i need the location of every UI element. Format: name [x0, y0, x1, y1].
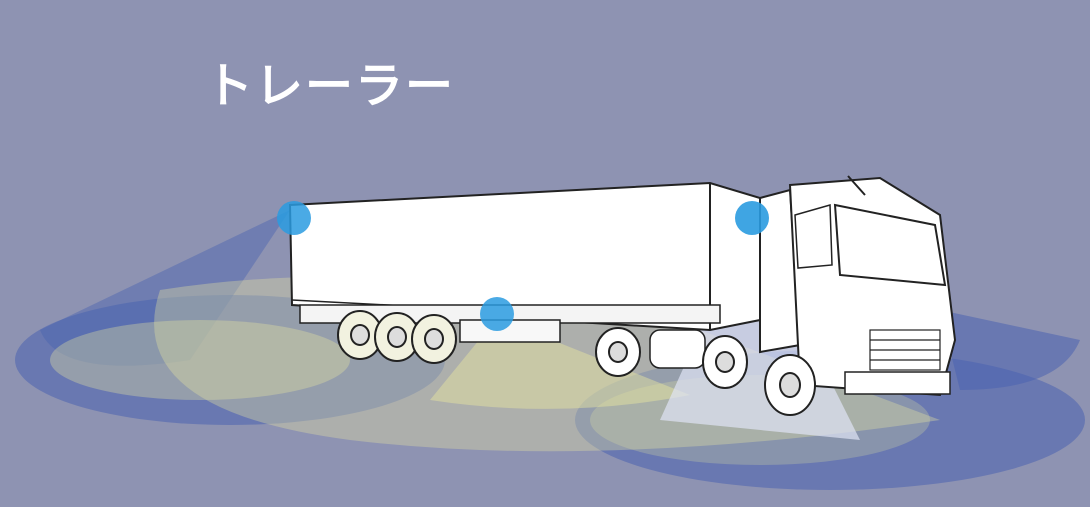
cab-side-window	[795, 205, 832, 268]
trailer-wheels	[338, 311, 456, 363]
fuel-tank	[650, 330, 705, 368]
rear-camera-marker	[277, 201, 311, 235]
cab-camera-marker	[735, 201, 769, 235]
blue-zone-right	[940, 310, 1080, 390]
side-camera-marker	[480, 297, 514, 331]
cab-bumper	[845, 372, 950, 394]
